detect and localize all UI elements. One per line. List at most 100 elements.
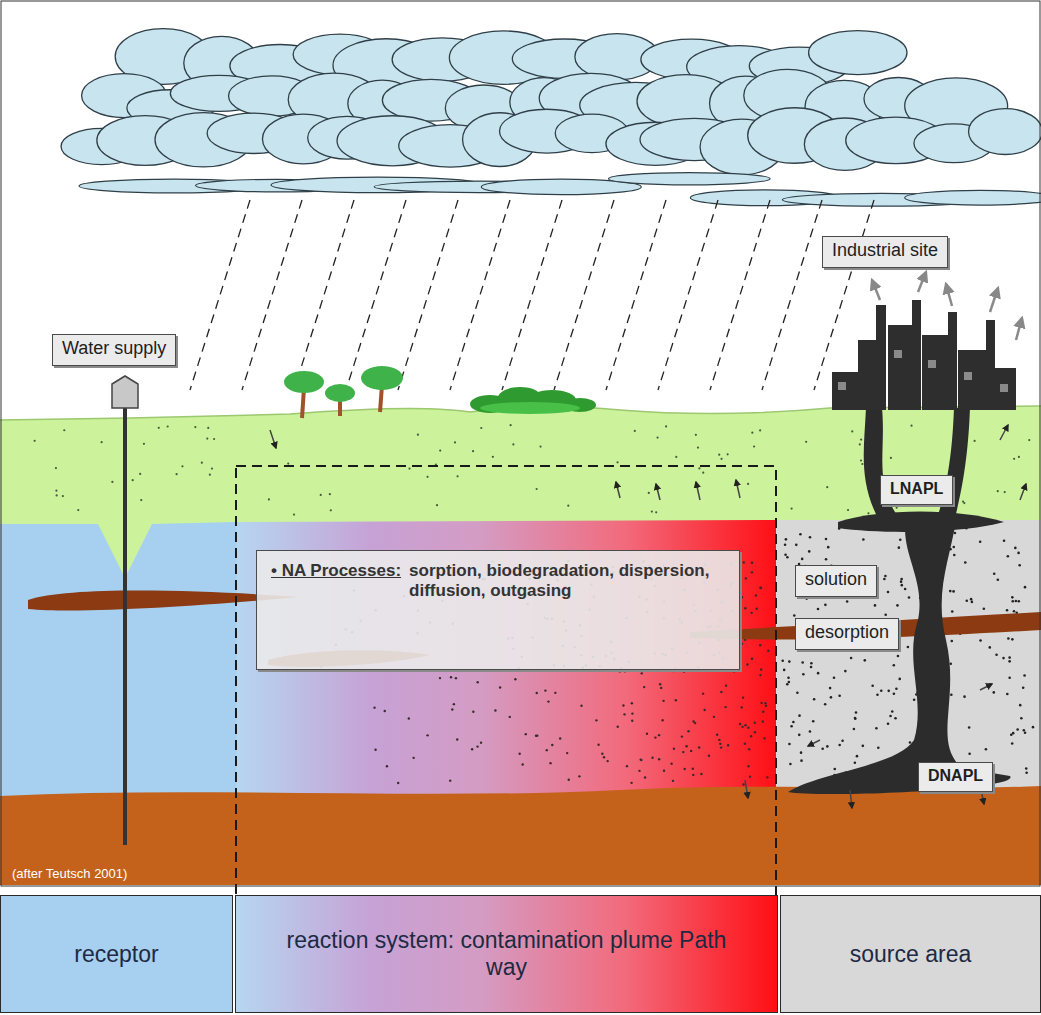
particle — [476, 745, 478, 747]
particle — [554, 692, 556, 694]
particle — [764, 702, 766, 704]
particle — [767, 650, 769, 652]
soil-particle — [656, 436, 658, 438]
particle — [1003, 539, 1006, 542]
particle — [1016, 728, 1019, 731]
node-label: LNAPL — [890, 479, 943, 498]
soil-particle — [651, 510, 653, 512]
particle — [952, 546, 955, 549]
particle — [1008, 656, 1011, 659]
particle — [521, 763, 523, 765]
particle — [449, 779, 451, 781]
soil-particle — [143, 443, 145, 445]
particle — [756, 608, 758, 610]
particle — [904, 588, 907, 591]
node-label: Industrial site — [832, 240, 938, 262]
particle — [720, 746, 722, 748]
particle — [898, 678, 901, 681]
cloud-streak — [905, 190, 1041, 205]
particle — [759, 587, 761, 589]
particle — [1015, 600, 1018, 603]
particle — [827, 546, 830, 549]
node-label: DNAPL — [928, 766, 983, 785]
legend-band: receptor — [0, 895, 233, 1013]
napl-label-box: LNAPL — [880, 475, 953, 505]
particle — [751, 561, 753, 563]
particle — [893, 692, 896, 695]
particle — [640, 759, 642, 761]
particle — [854, 717, 857, 720]
soil-particle — [111, 481, 113, 483]
particle — [708, 755, 710, 757]
particle — [787, 676, 790, 679]
reaction-boundary — [236, 466, 776, 1012]
particle — [821, 747, 824, 750]
chimney — [948, 312, 957, 410]
soil-particle — [439, 449, 441, 451]
soil-particle — [791, 507, 793, 509]
particle — [745, 577, 747, 579]
particle — [580, 705, 582, 707]
soil-particle — [867, 512, 869, 514]
particle — [681, 735, 683, 737]
soil-particle — [55, 467, 57, 469]
soil-particle — [167, 425, 169, 427]
soil-particle — [973, 440, 975, 442]
particle — [887, 690, 890, 693]
particle — [685, 745, 687, 747]
soil-particle — [139, 473, 141, 475]
soil-particle — [201, 462, 203, 464]
particle — [876, 693, 879, 696]
particle — [854, 717, 857, 720]
particle — [476, 681, 478, 683]
particle — [509, 716, 511, 718]
particle — [800, 751, 803, 754]
soil-particle — [512, 443, 514, 445]
particle — [374, 749, 376, 751]
particle — [826, 745, 829, 748]
particle — [638, 770, 640, 772]
particle — [896, 604, 899, 607]
particle — [909, 741, 912, 744]
particle — [1025, 767, 1028, 770]
particle — [793, 614, 796, 617]
particle — [788, 743, 791, 746]
particle — [518, 753, 520, 755]
particle — [661, 719, 663, 721]
particle — [951, 610, 954, 613]
particle — [964, 561, 967, 564]
soil-particle — [648, 492, 650, 494]
particle — [453, 703, 455, 705]
particle — [950, 640, 953, 643]
particle — [1024, 731, 1027, 734]
particle — [784, 553, 787, 556]
soil-particle — [77, 509, 79, 511]
particle — [949, 663, 952, 666]
particle — [968, 726, 971, 729]
particle — [813, 698, 816, 701]
chimney — [986, 320, 995, 410]
soil-particle — [55, 490, 57, 492]
particle — [853, 728, 856, 731]
cloud-puff — [969, 109, 1041, 155]
soil-particle — [1018, 456, 1020, 458]
soil-particle — [536, 488, 538, 490]
particle — [817, 608, 820, 611]
soil-particle — [194, 426, 196, 428]
particle — [700, 773, 702, 775]
particle — [887, 591, 890, 594]
particle — [995, 654, 998, 657]
particle — [874, 604, 877, 607]
aquifer-plume — [236, 515, 777, 805]
particle — [766, 776, 768, 778]
particle — [658, 734, 660, 736]
particle — [687, 730, 689, 732]
particle — [913, 699, 916, 702]
particle — [800, 759, 803, 762]
flow-arrow — [736, 480, 740, 498]
chimney — [876, 305, 886, 410]
particle — [751, 658, 753, 660]
soil-particle — [675, 456, 677, 458]
particle — [1011, 742, 1014, 745]
